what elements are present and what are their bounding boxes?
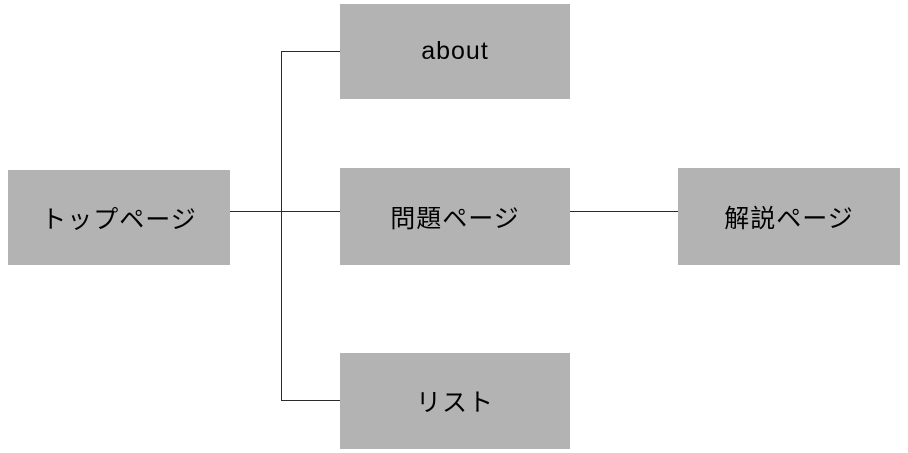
node-list: リスト: [340, 353, 570, 449]
node-problem-page: 問題ページ: [340, 168, 570, 265]
node-list-label: リスト: [415, 389, 494, 417]
edge-top-page-to-about-line: [281, 51, 340, 52]
node-top-page: トップページ: [8, 170, 230, 265]
node-problem-page-label: 問題ページ: [390, 204, 520, 233]
node-about: about: [340, 4, 570, 99]
node-explanation-page-label: 解説ページ: [724, 204, 854, 233]
node-explanation-page: 解説ページ: [678, 168, 900, 265]
edge-problem-to-explanation-line: [570, 211, 678, 212]
node-about-label: about: [421, 37, 489, 65]
edge-top-page-to-list-line: [281, 400, 340, 401]
edge-top-page-to-problem-line: [230, 211, 340, 212]
edge-trunk-vertical-line: [281, 51, 282, 401]
node-top-page-label: トップページ: [41, 205, 197, 234]
